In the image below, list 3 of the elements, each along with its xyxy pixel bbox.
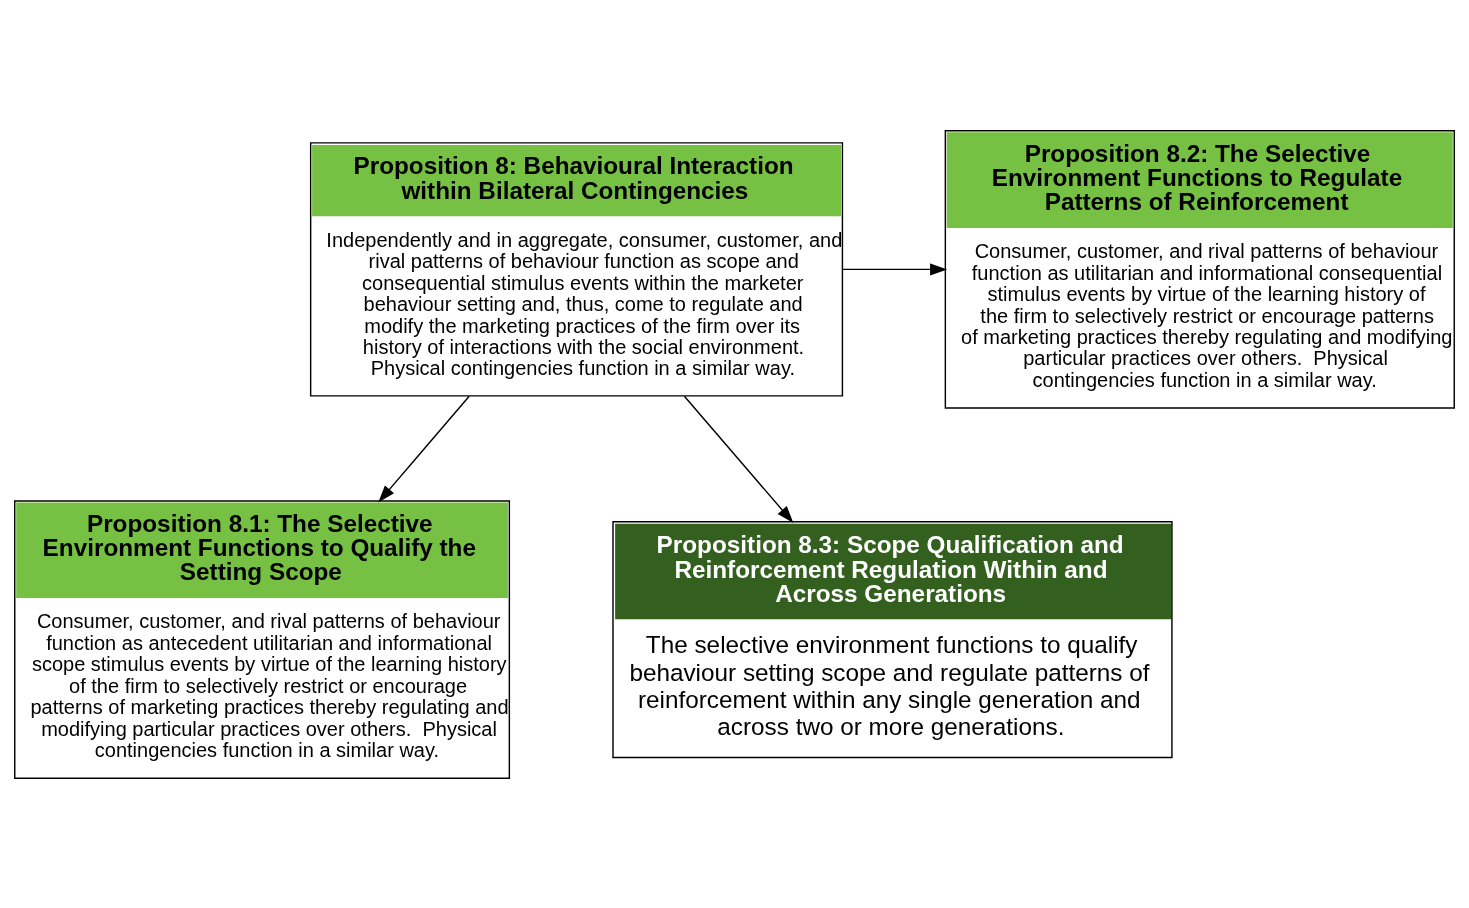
- arrow: [841, 262, 948, 275]
- arrow: [378, 395, 470, 502]
- arrow: [683, 395, 794, 523]
